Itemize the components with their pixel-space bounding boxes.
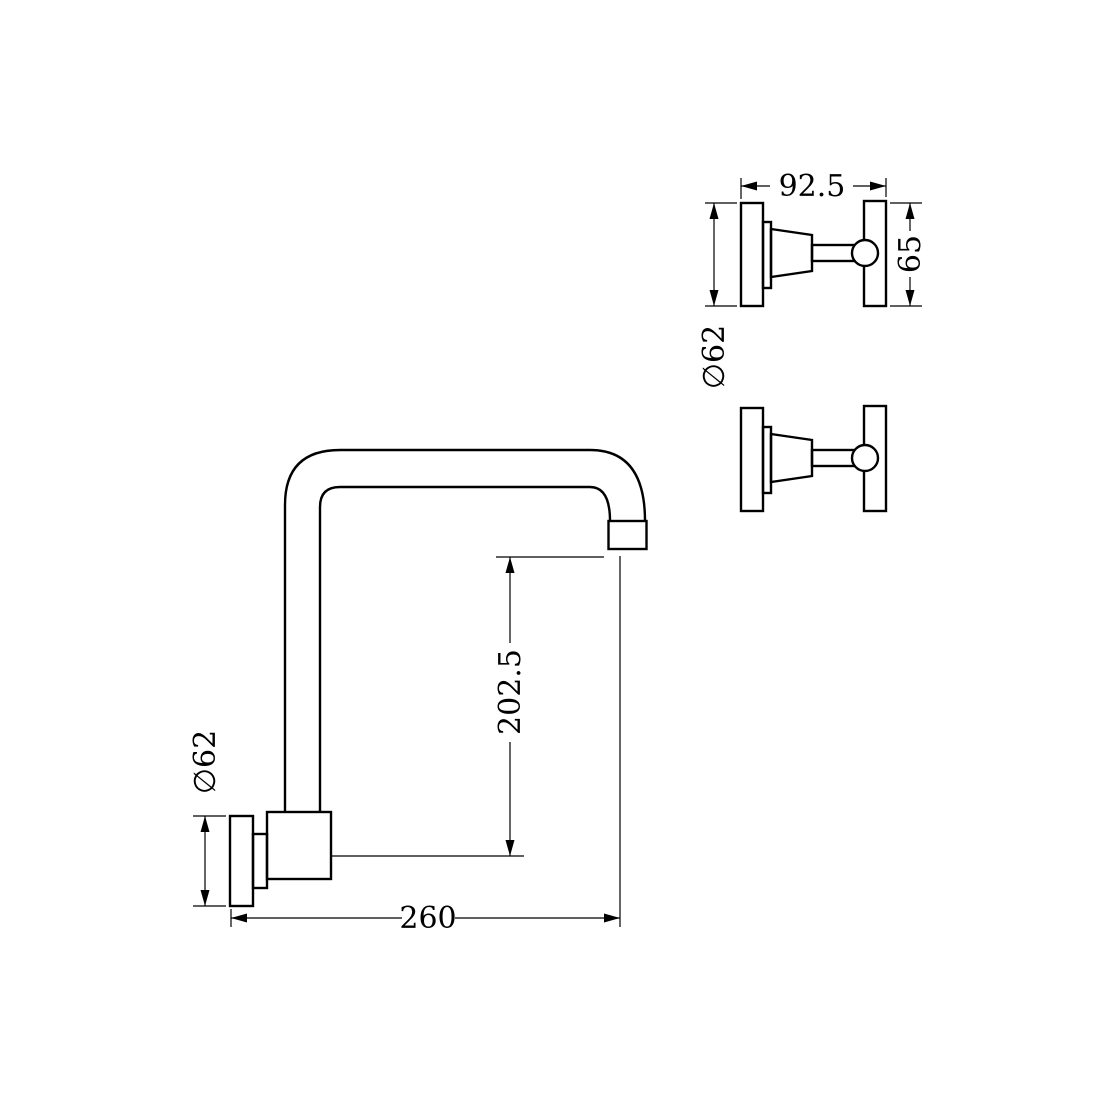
arrowhead-up xyxy=(709,203,719,219)
arrowhead-up xyxy=(505,557,515,573)
arrowhead-down xyxy=(200,890,210,906)
handle-body xyxy=(769,432,814,484)
spout-wall-flange xyxy=(228,814,255,908)
spout-pipe-inner xyxy=(318,485,612,812)
dim-handle-flange-diameter: ∅62 xyxy=(697,202,737,389)
dim-label-spout-flange-dia: ∅62 xyxy=(188,730,223,794)
spout-neck xyxy=(251,832,269,890)
dim-label-handle-width: 92.5 xyxy=(779,169,846,204)
handle-body xyxy=(769,227,814,279)
arrowhead-left xyxy=(231,913,247,923)
dim-label-spout-reach: 260 xyxy=(399,901,456,936)
dim-handle-height: 65 xyxy=(890,202,928,307)
handle-wall-flange xyxy=(739,406,765,513)
arrowhead-down xyxy=(709,290,719,306)
arrowhead-up xyxy=(200,816,210,832)
arrowhead-right xyxy=(870,181,886,191)
arrowhead-up xyxy=(905,203,915,219)
handle-wall-flange xyxy=(739,201,765,308)
dim-handle-width: 92.5 xyxy=(740,169,887,204)
handle-stem xyxy=(810,243,859,263)
arrowhead-left xyxy=(741,181,757,191)
arrowhead-down xyxy=(905,290,915,306)
arrowhead-right xyxy=(604,913,620,923)
dim-spout-rise: 202.5 xyxy=(331,556,604,857)
spout-elbow-body xyxy=(265,810,333,881)
spout-side-view xyxy=(228,448,648,908)
arrowhead-down xyxy=(505,840,515,856)
dim-spout-flange-diameter: ∅62 xyxy=(188,730,226,907)
handle-hub xyxy=(850,443,880,473)
spout-pipe-outer xyxy=(283,448,647,812)
tap-handle-bottom xyxy=(739,404,888,513)
dim-label-handle-height: 65 xyxy=(893,235,928,273)
dim-label-handle-flange-dia: ∅62 xyxy=(697,325,732,389)
tap-handle-top xyxy=(739,199,888,308)
dim-spout-reach: 260 xyxy=(230,556,621,936)
handle-stem xyxy=(810,448,859,468)
dim-label-spout-rise: 202.5 xyxy=(493,649,528,735)
handle-hub xyxy=(850,238,880,268)
spout-outlet xyxy=(607,519,648,551)
